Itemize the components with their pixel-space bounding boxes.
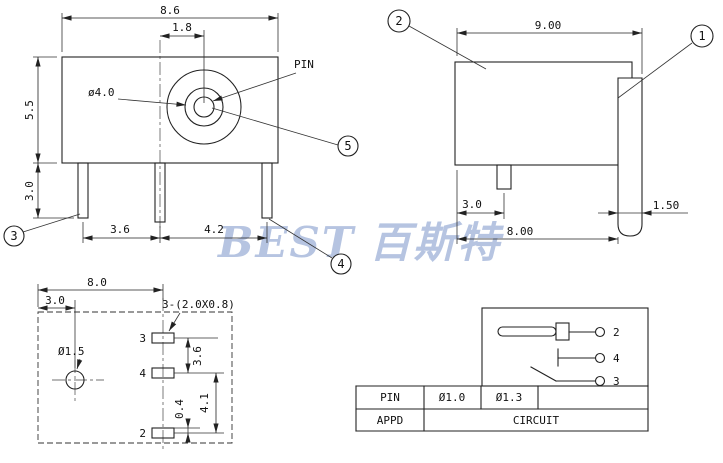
- center-pin-circle: [193, 96, 215, 118]
- circuit-pin-2: 2: [613, 326, 620, 339]
- dim-pad-pitch-b: 4.1: [198, 373, 219, 433]
- side-leg-offset-value: 3.0: [462, 198, 482, 211]
- callout-5-number: 5: [344, 139, 351, 153]
- pad-pitch-b-value: 4.1: [198, 393, 211, 413]
- circuit-tip-contact: [555, 322, 570, 341]
- front-pitch-right-value: 4.2: [204, 223, 224, 236]
- dim-front-leg-pitch: 3.6 4.2: [82, 222, 268, 243]
- barrel-diameter-text: ø4.0: [88, 86, 115, 99]
- callout-5-balloon: [337, 135, 359, 157]
- callout-3: 3: [3, 213, 81, 247]
- table-circuit-label: CIRCUIT: [513, 414, 560, 427]
- side-body-length-value: 8.00: [507, 225, 534, 238]
- side-leg: [496, 164, 512, 190]
- watermark-cjk: 百斯特: [369, 218, 504, 267]
- front-centerlines: [159, 30, 205, 228]
- side-view: 9.00 3.0 8.00 1.50 2 1: [387, 9, 714, 244]
- callout-1: 1: [617, 24, 714, 99]
- barrel-outer-circle: [166, 69, 242, 145]
- circuit-pin-3: 3: [613, 375, 620, 388]
- circuit-barrel-symbol: [497, 326, 557, 337]
- front-body-outline: [61, 56, 279, 164]
- front-leg-length-value: 3.0: [23, 181, 36, 201]
- pad-spec-text: 3-(2.0X0.8): [162, 298, 235, 311]
- watermark-text: BEST 百斯特: [217, 218, 504, 267]
- callout-2: 2: [387, 9, 487, 70]
- front-leg-3: [261, 162, 273, 219]
- callout-1-number: 1: [698, 29, 705, 43]
- pcb-outline: [37, 311, 233, 444]
- label-pad-spec: 3-(2.0X0.8): [162, 298, 235, 332]
- circuit-box: [481, 307, 649, 387]
- dim-front-width: 8.6: [61, 4, 279, 52]
- dim-side-width: 9.00: [456, 19, 643, 74]
- callout-4-number: 4: [337, 257, 344, 271]
- mounting-hole: [65, 370, 85, 390]
- title-table: PIN Ø1.0 Ø1.3 APPD CIRCUIT: [355, 385, 649, 432]
- pcb-hole-offset-value: 3.0: [45, 294, 65, 307]
- dim-front-pin-offset: 1.8: [160, 21, 204, 39]
- table-appd-label: APPD: [377, 414, 404, 427]
- terminal-3: [594, 375, 606, 387]
- dim-side-leg-offset: 3.0: [456, 170, 505, 244]
- callout-4: 4: [268, 218, 352, 275]
- callout-2-number: 2: [395, 14, 402, 28]
- side-pin-length-value: 1.50: [653, 199, 680, 212]
- dim-pcb-hole-offset: 3.0: [38, 294, 75, 311]
- pad-half-value: 0.4: [173, 399, 186, 419]
- front-leg-2: [154, 162, 166, 223]
- front-pitch-left-value: 3.6: [110, 223, 130, 236]
- hole-diameter-text: Ø1.5: [58, 345, 85, 358]
- front-height-value: 5.5: [23, 100, 36, 120]
- front-width-value: 8.6: [160, 4, 180, 17]
- front-view: 8.6 1.8 5.5 3.0 3.6 4.2 ø4.0: [3, 4, 359, 275]
- table-dia-large: Ø1.3: [496, 391, 523, 404]
- pcb-view: 3 4 2 8.0 3.0 Ø1.5 3-(2.0X0.8): [37, 276, 235, 450]
- terminal-4: [594, 352, 606, 364]
- circuit-schematic: 2 4 3: [497, 322, 620, 388]
- dim-pad-pitch-a: 3.6: [185, 338, 204, 373]
- callout-5: 5: [211, 107, 359, 157]
- label-pin: PIN: [212, 58, 314, 102]
- dim-pcb-width: 8.0: [37, 276, 164, 307]
- callout-2-balloon: [387, 9, 411, 33]
- dim-front-height: 5.5: [23, 56, 57, 164]
- side-body-outline: [454, 61, 633, 166]
- front-leg-1: [77, 162, 89, 219]
- pad-pitch-a-value: 3.6: [191, 346, 204, 366]
- callout-3-number: 3: [10, 229, 17, 243]
- pcb-width-value: 8.0: [87, 276, 107, 289]
- pad-2-number: 2: [139, 427, 146, 440]
- callout-3-balloon: [3, 225, 25, 247]
- label-barrel-diameter: ø4.0: [88, 86, 187, 107]
- side-width-value: 9.00: [535, 19, 562, 32]
- watermark-latin: BEST: [217, 218, 356, 267]
- pad-4-number: 4: [139, 367, 146, 380]
- label-hole-diameter: Ø1.5: [58, 345, 85, 370]
- table-dia-small: Ø1.0: [439, 391, 466, 404]
- title-block: 2 4 3 PIN Ø1.0 Ø1.3 APPD CIRCUIT: [355, 307, 649, 432]
- pad-3-number: 3: [139, 332, 146, 345]
- terminal-2: [594, 326, 606, 338]
- callout-4-balloon: [330, 253, 352, 275]
- side-barrel: [617, 77, 643, 237]
- dim-pad-half: 0.4: [173, 399, 191, 443]
- circuit-pin-4: 4: [613, 352, 620, 365]
- dim-front-leg-length: 3.0: [23, 163, 74, 219]
- barrel-mid-circle: [184, 87, 224, 127]
- pin-label-text: PIN: [294, 58, 314, 71]
- front-pin-offset-value: 1.8: [172, 21, 192, 34]
- pcb-centerlines: [52, 298, 164, 450]
- dim-side-body-length: 8.00: [457, 225, 619, 244]
- callout-1-balloon: [690, 24, 714, 48]
- dim-side-pin-length: 1.50: [598, 199, 688, 216]
- table-pin-label: PIN: [380, 391, 400, 404]
